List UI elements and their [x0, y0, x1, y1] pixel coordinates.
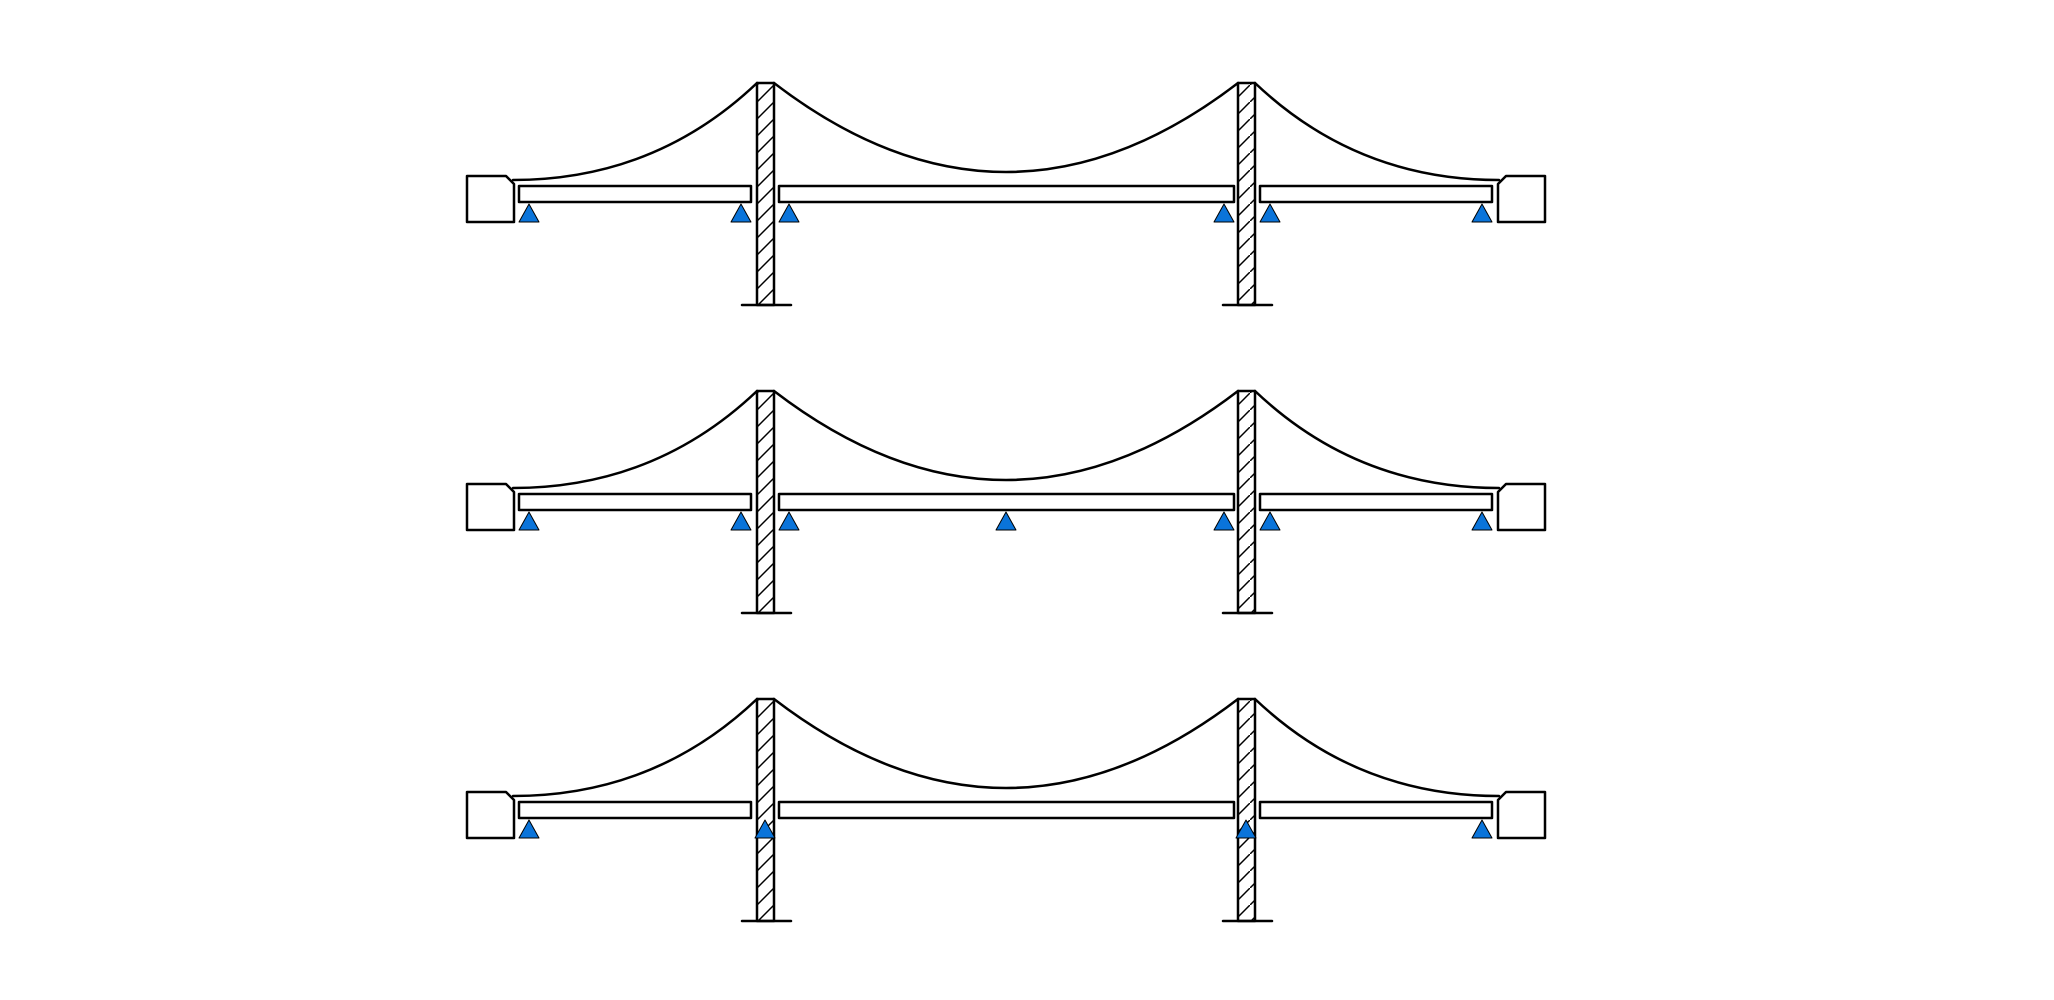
main-span-deck [777, 184, 1236, 204]
right-side-deck [1258, 184, 1494, 204]
right-anchor-block [1496, 174, 1547, 224]
right-side-cable [1253, 81, 1501, 182]
support-triangle-icon [778, 511, 800, 531]
right-side-cable [1253, 697, 1501, 798]
support-triangle-icon [778, 203, 800, 223]
left-side-cable [511, 81, 759, 182]
support-triangle-icon [1471, 203, 1493, 223]
support-triangle-icon [1213, 511, 1235, 531]
left-anchor-block [465, 482, 516, 532]
right-tower [1236, 81, 1257, 307]
support-triangle-icon [1471, 819, 1493, 839]
left-side-deck [517, 800, 753, 820]
support-triangle-icon [1259, 203, 1281, 223]
left-anchor-block [465, 790, 516, 840]
left-tower [755, 697, 776, 923]
right-side-deck [1258, 492, 1494, 512]
main-cable [772, 697, 1240, 790]
left-anchor-block [465, 174, 516, 224]
main-cable [772, 389, 1240, 482]
support-triangle-icon [1259, 511, 1281, 531]
support-triangle-icon [754, 819, 776, 839]
support-triangle-icon [730, 511, 752, 531]
left-side-deck [517, 492, 753, 512]
left-tower [755, 389, 776, 615]
main-cable [772, 81, 1240, 174]
support-triangle-icon [730, 203, 752, 223]
support-triangle-icon [1235, 819, 1257, 839]
right-anchor-block [1496, 482, 1547, 532]
main-span-deck [777, 800, 1236, 820]
right-anchor-block [1496, 790, 1547, 840]
right-tower [1236, 697, 1257, 923]
right-tower [1236, 389, 1257, 615]
support-triangle-icon [1213, 203, 1235, 223]
main-span-deck [777, 492, 1236, 512]
support-triangle-icon [518, 203, 540, 223]
left-tower [755, 81, 776, 307]
support-triangle-icon [518, 819, 540, 839]
support-triangle-icon [1471, 511, 1493, 531]
left-side-deck [517, 184, 753, 204]
left-side-cable [511, 697, 759, 798]
suspension-bridge [465, 697, 1547, 923]
support-triangle-icon [518, 511, 540, 531]
suspension-bridge [465, 389, 1547, 615]
right-side-cable [1253, 389, 1501, 490]
support-triangle-icon [995, 511, 1017, 531]
suspension-bridge [465, 81, 1547, 307]
right-side-deck [1258, 800, 1494, 820]
left-side-cable [511, 389, 759, 490]
